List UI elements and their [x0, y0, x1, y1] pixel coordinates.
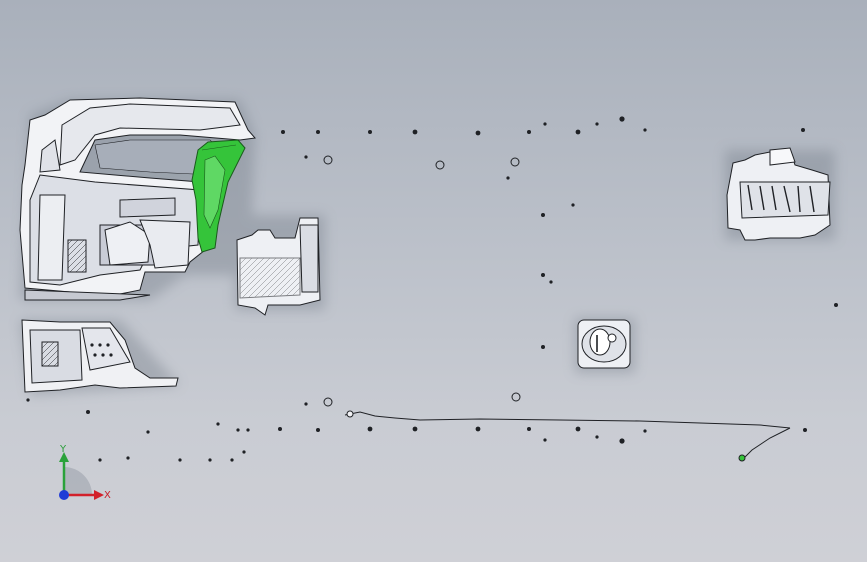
triad-plane — [64, 467, 92, 495]
view-orientation-triad[interactable]: Y X — [44, 440, 114, 510]
small-plate-part[interactable] — [577, 319, 631, 369]
z-axis-marker — [59, 490, 69, 500]
y-axis-arrowhead — [59, 452, 69, 462]
lower-front-part[interactable] — [21, 319, 179, 393]
body-structure-part[interactable] — [19, 97, 256, 301]
selected-highlighted-part[interactable] — [191, 139, 246, 253]
fastener-points — [26, 116, 838, 462]
x-axis-arrowhead — [94, 490, 104, 500]
center-bracket-part[interactable] — [236, 217, 321, 316]
x-axis-label: X — [104, 490, 111, 501]
right-panel-part[interactable] — [726, 147, 831, 241]
y-axis-label: Y — [59, 444, 67, 455]
wire-harness-part[interactable] — [344, 410, 791, 462]
